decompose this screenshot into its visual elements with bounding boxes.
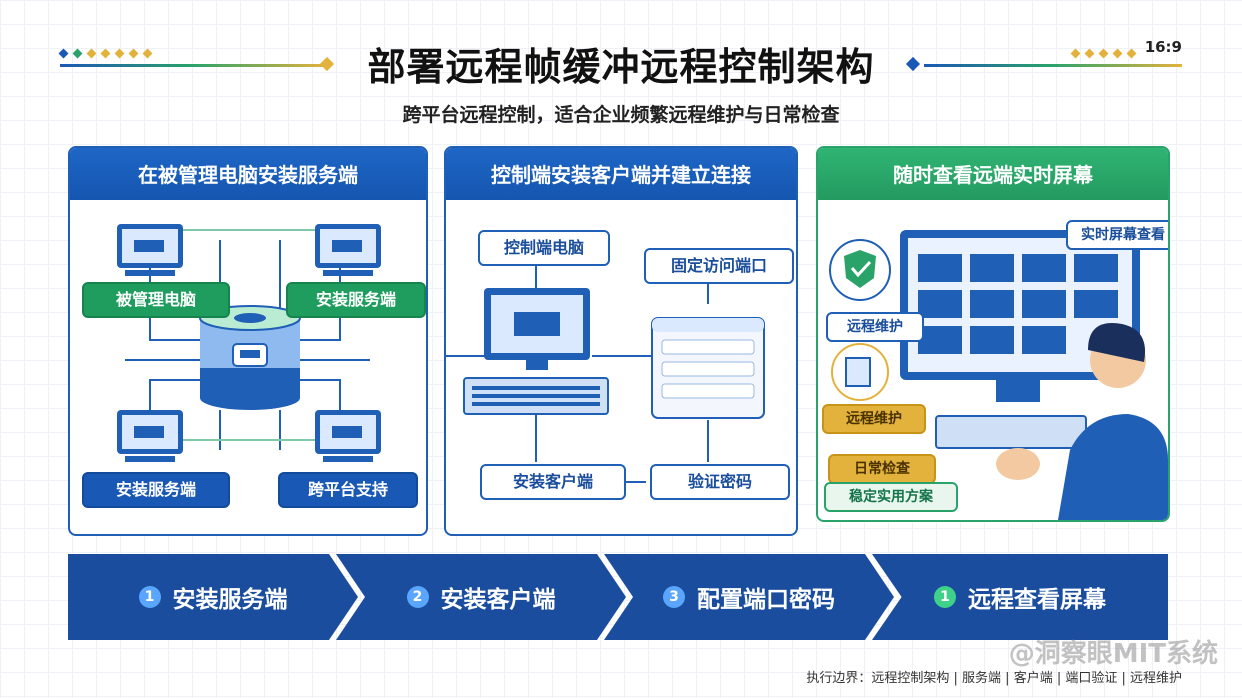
step-number: 3 (663, 586, 685, 608)
panel-client-connect: 控制端安装客户端并建立连接 控制端电脑 固定访问端口 安装客户端 验证密码 (444, 146, 798, 536)
verify-password-tag: 验证密码 (650, 464, 790, 500)
footer-note: 执行边界：远程控制架构 | 服务端 | 客户端 | 端口验证 | 远程维护 (806, 671, 1182, 686)
page-title: 部署远程帧缓冲远程控制架构 (367, 45, 875, 89)
managed-pc-tag: 被管理电脑 (82, 282, 230, 318)
remote-maintenance-tag: 远程维护 (826, 312, 924, 342)
fixed-port-tag: 固定访问端口 (644, 248, 794, 284)
step-label: 安装服务端 (172, 587, 288, 613)
control-pc-tag: 控制端电脑 (478, 230, 610, 266)
remote-maintenance-gold-tag: 远程维护 (822, 404, 926, 434)
step-number: 2 (406, 586, 429, 608)
page-subtitle: 跨平台远程控制，适合企业频繁远程维护与日常检查 (402, 104, 840, 126)
step-3: 3 配置端口密码 (604, 554, 894, 640)
step-number: 1 (138, 586, 161, 608)
monitor-icon-tr (315, 224, 381, 276)
login-window-icon (651, 317, 765, 419)
step-number: 1 (934, 586, 956, 608)
aspect-ratio-label: 16:9 (1144, 38, 1182, 56)
step-label: 配置端口密码 (697, 587, 835, 613)
cross-platform-tag: 跨平台支持 (278, 472, 418, 508)
panel-title: 在被管理电脑安装服务端 (70, 148, 426, 200)
right-decor-line (924, 64, 1182, 67)
stable-solution-tag: 稳定实用方案 (824, 482, 958, 512)
panel-server-install: 在被管理电脑安装服务端 (68, 146, 428, 536)
step-label: 安装客户端 (440, 587, 556, 613)
realtime-view-tag: 实时屏幕查看 (1066, 220, 1168, 250)
step-label: 远程查看屏幕 (968, 587, 1106, 613)
monitor-icon-br (315, 410, 381, 462)
install-server-tag-top: 安装服务端 (286, 282, 426, 318)
client-connection-diagram (446, 262, 765, 483)
realtime-screen-illustration (829, 230, 1168, 520)
panel-title: 随时查看远端实时屏幕 (818, 148, 1168, 200)
panel-title: 控制端安装客户端并建立连接 (446, 148, 796, 200)
left-decor-line (60, 64, 326, 67)
shield-check-icon (829, 239, 891, 301)
monitor-icon-tl (117, 224, 183, 276)
step-2: 2 安装客户端 (336, 554, 626, 640)
install-server-tag-bottom: 安装服务端 (82, 472, 230, 508)
step-1: 1 安装服务端 (68, 554, 358, 640)
panel-realtime-view: 随时查看远端实时屏幕 实时屏幕查看 (816, 146, 1170, 522)
document-icon (831, 343, 889, 401)
server-cylinder-icon (199, 305, 301, 410)
right-decor-dots (1070, 42, 1142, 61)
watermark: @洞察眼MIT系统 (1008, 639, 1218, 669)
install-client-tag: 安装客户端 (480, 464, 626, 500)
desktop-computer-icon (463, 288, 609, 415)
person-illustration (996, 323, 1168, 520)
monitor-icon-bl (117, 410, 183, 462)
step-4: 1 远程查看屏幕 (872, 554, 1168, 640)
server-network-diagram (117, 224, 381, 462)
large-monitor-icon (900, 230, 1140, 449)
daily-check-tag: 日常检查 (828, 454, 936, 484)
